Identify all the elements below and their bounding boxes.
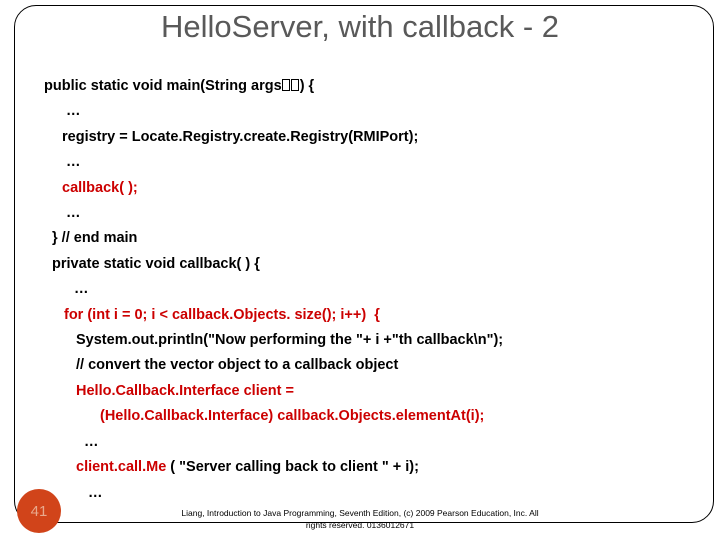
code-line: System.out.println("Now performing the "… xyxy=(44,328,684,353)
footer-line-2: rights reserved. 0136012671 xyxy=(305,519,415,530)
code-line: // convert the vector object to a callba… xyxy=(44,353,684,378)
code-line: private static void callback( ) { xyxy=(44,252,684,277)
code-line: callback( ); xyxy=(44,176,684,201)
slide-number-badge: 41 xyxy=(17,489,61,533)
code-span: … xyxy=(74,281,90,298)
missing-glyph-icon xyxy=(291,79,300,91)
code-span: System.out.println("Now performing the "… xyxy=(76,332,504,349)
code-span: … xyxy=(66,154,82,171)
code-line: for (int i = 0; i < callback.Objects. si… xyxy=(44,303,684,328)
code-line: … xyxy=(44,481,684,506)
code-span: ( "Server calling back to client " + i); xyxy=(170,459,419,476)
code-span: public static void main(String args xyxy=(44,78,282,94)
code-block: public static void main(String args ) { … r… xyxy=(44,74,684,506)
code-span: registry = Locate.Registry.create.Regist… xyxy=(62,128,419,145)
code-span: (Hello.Callback.Interface) callback.Obje… xyxy=(100,408,485,425)
code-line: public static void main(String args ) { xyxy=(44,74,684,99)
code-span: … xyxy=(84,433,100,450)
code-line: client.call.Me ( "Server calling back to… xyxy=(44,455,684,480)
code-line: Hello.Callback.Interface client = xyxy=(44,379,684,404)
code-span: callback( ); xyxy=(62,179,138,196)
code-span: … xyxy=(66,205,82,222)
code-span: } // end main xyxy=(52,230,138,247)
code-line: … xyxy=(44,430,684,455)
code-span: … xyxy=(88,484,104,501)
code-line: } // end main xyxy=(44,226,684,251)
code-span: … xyxy=(66,103,82,120)
code-span: for (int i = 0; i < callback.Objects. si… xyxy=(64,306,380,323)
missing-glyph-icon xyxy=(282,79,291,91)
code-span: // convert the vector object to a callba… xyxy=(76,357,399,374)
code-line: … xyxy=(44,99,684,124)
page-title: HelloServer, with callback - 2 xyxy=(161,9,559,44)
code-span: client.call.Me xyxy=(76,459,171,476)
code-line: … xyxy=(44,150,684,175)
code-span: Hello.Callback.Interface client = xyxy=(76,382,294,399)
slide-number-label: 41 xyxy=(30,502,48,520)
code-line: … xyxy=(44,277,684,302)
code-line: … xyxy=(44,201,684,226)
code-span: private static void callback( ) { xyxy=(52,255,260,272)
footer-line-1: Liang, Introduction to Java Programming,… xyxy=(181,508,539,518)
footer-copyright: Liang, Introduction to Java Programming,… xyxy=(110,508,610,531)
code-span: ) { xyxy=(299,78,315,94)
code-line: (Hello.Callback.Interface) callback.Obje… xyxy=(44,404,684,429)
code-line: registry = Locate.Registry.create.Regist… xyxy=(44,125,684,150)
